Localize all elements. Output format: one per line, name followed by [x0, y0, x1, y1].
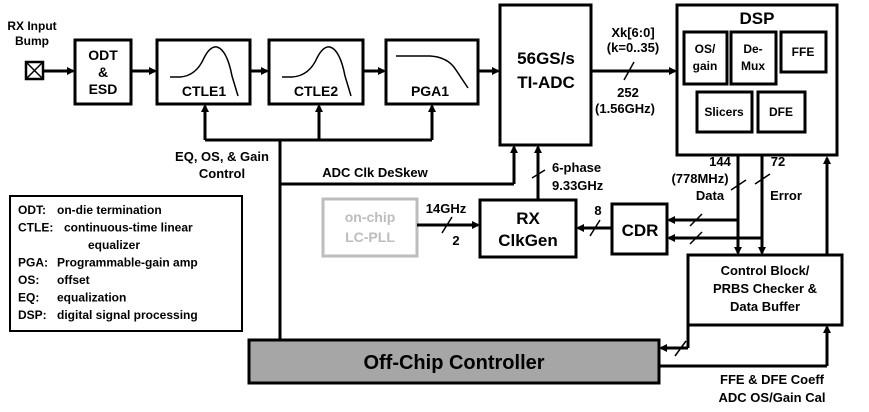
ctle2-block: CTLE2 — [267, 38, 365, 106]
control-block-line2: PRBS Checker & — [713, 281, 817, 296]
control-block-line3: Data Buffer — [730, 299, 800, 314]
clock-phase-label: 6-phase — [552, 160, 601, 175]
adc-output-width: 252 — [617, 85, 639, 100]
dsp-dfe-label: DFE — [769, 105, 793, 119]
esd-label: ESD — [89, 81, 118, 97]
dsp-demux-line1: De- — [743, 42, 762, 56]
pga1-label: PGA1 — [411, 83, 449, 99]
adc-clk-deskew-label: ADC Clk DeSkew — [322, 165, 428, 180]
adc-clk-deskew-line — [280, 145, 518, 186]
legend-desc: offset — [57, 273, 90, 287]
pll-width-label: 2 — [452, 233, 459, 248]
ctle1-response-icon — [170, 46, 239, 97]
lc-pll-block: on-chip LC-PLL — [321, 197, 419, 258]
odt-esd-block: ODT & ESD — [73, 38, 133, 106]
ctle2-label: CTLE2 — [294, 83, 339, 99]
offchip-controller-label: Off-Chip Controller — [363, 352, 544, 374]
legend-abbr: EQ: — [18, 291, 39, 305]
odt-amp-label: & — [98, 64, 108, 80]
dsp-demux-line2: Mux — [741, 59, 765, 73]
legend-desc: equalizer — [88, 238, 140, 252]
clkgen-line1: RX — [516, 209, 540, 228]
error-bus-name: Error — [770, 188, 802, 203]
adc-output-index: (k=0..35) — [607, 40, 659, 55]
dsp-slicers-block — [695, 90, 754, 134]
dsp-os-gain-block — [682, 30, 729, 86]
offchip-controller-block: Off-Chip Controller — [247, 338, 661, 385]
clock-bus-slash — [531, 169, 546, 179]
error-bus-width: 72 — [771, 154, 785, 169]
pga1-response-icon — [396, 55, 469, 89]
legend-desc: on-die termination — [57, 203, 162, 217]
clkgen-line2: ClkGen — [498, 231, 558, 250]
legend-desc: continuous-time linear — [64, 221, 193, 235]
legend-abbr: PGA: — [18, 256, 48, 270]
clock-freq-label: 9.33GHz — [552, 178, 604, 193]
legend-abbr: OS: — [18, 273, 39, 287]
legend-desc: digital signal processing — [57, 308, 198, 322]
adc-output-rate: (1.56GHz) — [595, 101, 655, 116]
pll-freq-label: 14GHz — [426, 201, 467, 216]
legend-abbr: CTLE: — [18, 221, 53, 235]
control-block: Control Block/ PRBS Checker & Data Buffe… — [686, 253, 844, 327]
coeff-label-line1: FFE & DFE Coeff — [720, 372, 825, 387]
adc-bus-slash — [623, 61, 635, 81]
ctle2-response-icon — [282, 46, 352, 97]
legend-desc: Programmable-gain amp — [57, 256, 198, 270]
pll-line1: on-chip — [345, 209, 396, 225]
adc-type-label: TI-ADC — [517, 73, 575, 92]
cdr-bus-slash — [589, 219, 601, 237]
dsp-os-label: OS/ — [695, 42, 716, 56]
coeff-label-line2: ADC OS/Gain Cal — [719, 390, 826, 405]
legend-abbr: DSP: — [18, 308, 47, 322]
pll-bus-slash — [441, 216, 453, 234]
control-block-line1: Control Block/ — [721, 263, 810, 278]
dsp-block: DSP OS/ gain De- Mux FFE Slicers DFE — [675, 3, 839, 157]
dsp-slicers-label: Slicers — [704, 105, 744, 119]
eq-control-label-line2: Control — [199, 166, 245, 181]
ctle1-block: CTLE1 — [155, 38, 252, 106]
error-bus-line — [667, 155, 771, 255]
ctle1-label: CTLE1 — [182, 83, 227, 99]
offchip-to-control-line — [659, 325, 831, 368]
legend-desc: equalization — [57, 291, 126, 305]
legend-abbr: ODT: — [18, 203, 46, 217]
dsp-dfe-block — [756, 90, 807, 134]
cdr-block: CDR — [610, 202, 669, 256]
rx-input-label-line2: Bump — [15, 34, 49, 48]
adc-output-signal: Xk[6:0] — [611, 25, 654, 40]
data-bus-width: 144 — [709, 154, 731, 169]
eq-control-label-line1: EQ, OS, & Gain — [175, 149, 269, 164]
dsp-title: DSP — [740, 9, 775, 28]
dsp-demux-block — [729, 30, 778, 86]
odt-label: ODT — [88, 47, 118, 63]
ti-adc-block: 56GS/s TI-ADC — [498, 3, 593, 147]
dsp-ffe-block — [779, 30, 828, 74]
data-bus-name: Data — [696, 188, 725, 203]
rx-input-label-line1: RX Input — [7, 19, 56, 33]
data-bus-rate: (778MHz) — [671, 171, 728, 186]
pll-line2: LC-PLL — [345, 229, 395, 245]
cdr-bus-width-label: 8 — [594, 203, 601, 218]
pga1-block: PGA1 — [384, 38, 480, 106]
dsp-gain-label: gain — [693, 59, 718, 73]
cdr-label: CDR — [622, 221, 659, 240]
adc-rate-label: 56GS/s — [517, 49, 575, 68]
rx-clkgen-block: RX ClkGen — [478, 198, 578, 259]
eq-control-bus — [201, 104, 436, 340]
dsp-ffe-label: FFE — [792, 45, 815, 59]
